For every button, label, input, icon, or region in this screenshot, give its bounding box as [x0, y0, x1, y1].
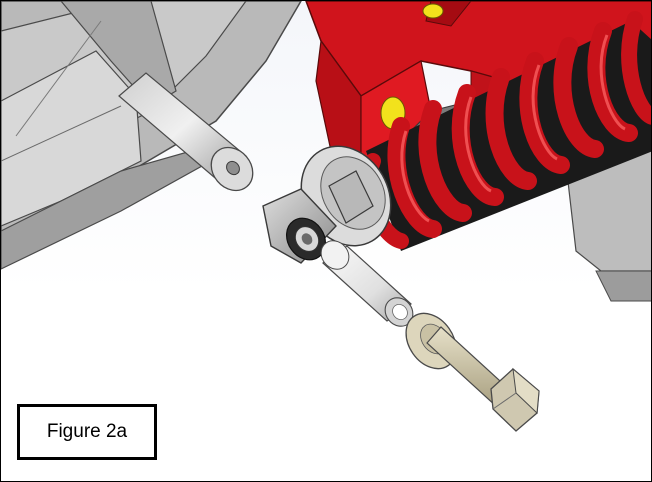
bolt-assembly — [405, 312, 540, 432]
damper-eye — [262, 188, 337, 264]
mounting-pin — [118, 72, 254, 192]
figure-caption-box: Figure 2a — [17, 404, 157, 460]
bushing-sleeve — [320, 240, 414, 327]
figure-caption: Figure 2a — [46, 421, 128, 442]
coil-spring — [361, 11, 651, 251]
